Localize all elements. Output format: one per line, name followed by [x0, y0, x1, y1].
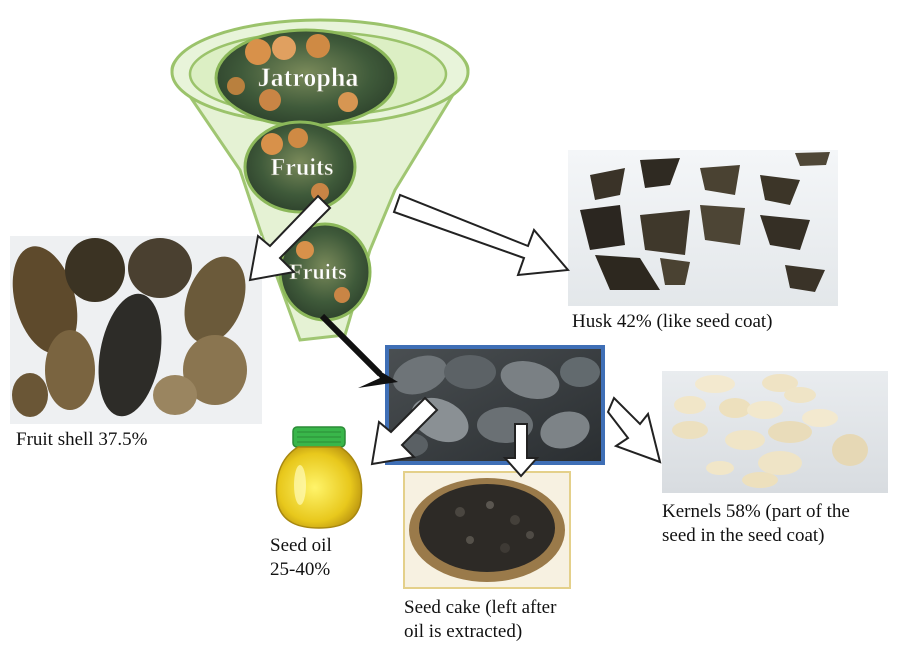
- husk-text: Husk 42% (like seed coat): [572, 311, 773, 332]
- kernels-caption: Kernels 58% (part of the seed in the see…: [662, 500, 850, 548]
- kernels-text-line1: Kernels 58% (part of the: [662, 501, 850, 522]
- husk-caption: Husk 42% (like seed coat): [572, 310, 773, 334]
- kernels-photo: [662, 371, 888, 493]
- arrow-to-seed-oil: [370, 396, 439, 466]
- jatropha-bubble: Jatropha: [214, 28, 398, 128]
- seed-cake-basket: [403, 471, 571, 589]
- seed-cake-text-line2: oil is extracted): [404, 621, 523, 642]
- fruits-bubble-bottom: Fruits: [278, 222, 372, 322]
- seed-oil-text-line1: Seed oil: [270, 535, 332, 556]
- arrow-to-husk: [392, 193, 570, 277]
- seed-oil-jar: [275, 426, 363, 529]
- arrow-to-seeds: [319, 313, 398, 388]
- arrow-to-seed-cake: [502, 423, 540, 478]
- husk-photo: [568, 150, 838, 306]
- fruit-shell-text: Fruit shell 37.5%: [16, 429, 148, 450]
- kernels-text-line2: seed in the seed coat): [662, 525, 825, 546]
- arrow-to-kernels: [606, 396, 662, 464]
- arrow-to-fruit-shell: [248, 194, 332, 282]
- fruits-label-bottom: Fruits: [289, 259, 347, 284]
- fruit-shell-photo: [10, 236, 262, 424]
- fruits-label-top: Fruits: [271, 155, 334, 181]
- seed-cake-caption: Seed cake (left after oil is extracted): [404, 596, 556, 644]
- fruits-bubble-top: Fruits: [243, 120, 357, 214]
- seed-oil-text-line2: 25-40%: [270, 559, 331, 580]
- funnel: Jatropha Fruits Fruits: [170, 18, 470, 342]
- seed-oil-caption: Seed oil 25-40%: [270, 534, 332, 582]
- seed-cake-text-line1: Seed cake (left after: [404, 597, 557, 618]
- fruit-shell-caption: Fruit shell 37.5%: [16, 428, 147, 452]
- jatropha-label: Jatropha: [258, 63, 359, 92]
- seeds-photo: [385, 345, 605, 465]
